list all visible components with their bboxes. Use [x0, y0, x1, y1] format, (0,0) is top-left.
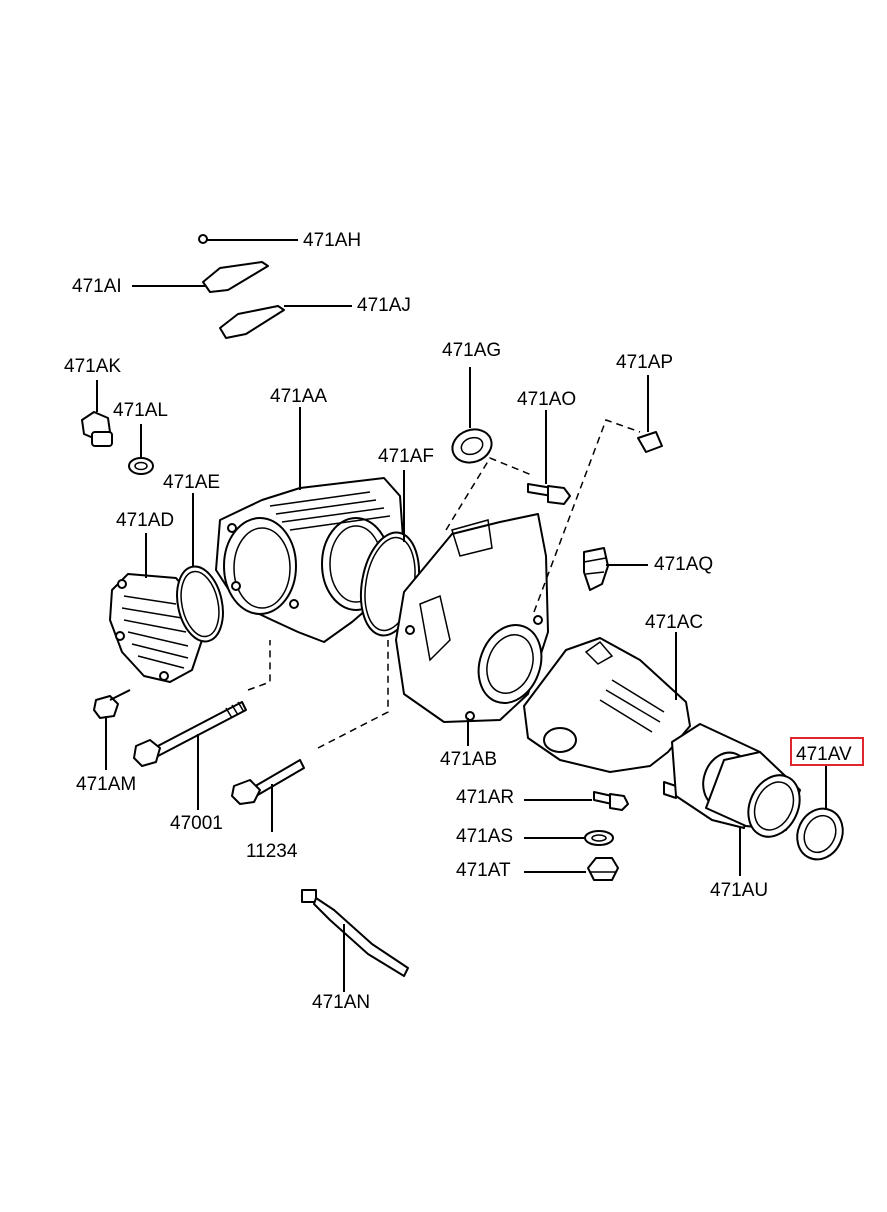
- label-471AS: 471AS: [456, 826, 513, 847]
- part-471AR: [524, 791, 629, 811]
- part-471AG: [451, 367, 493, 464]
- label-471AI: 471AI: [72, 276, 122, 297]
- label-471AM: 471AM: [76, 774, 136, 795]
- part-471AI: [132, 261, 269, 293]
- highlight-box-471AV: [790, 737, 864, 766]
- label-471AB: 471AB: [440, 749, 497, 770]
- label-471AH: 471AH: [303, 230, 361, 251]
- label-471AF: 471AF: [378, 446, 434, 467]
- label-471AV: 471AV: [796, 744, 852, 765]
- label-471AC: 471AC: [645, 612, 703, 633]
- part-471AH: [198, 234, 298, 244]
- label-471AT: 471AT: [456, 860, 511, 881]
- part-471AL: [128, 424, 154, 475]
- part-471AT: [524, 857, 619, 881]
- label-471AG: 471AG: [442, 340, 501, 361]
- part-47001: [133, 701, 247, 810]
- label-471AE: 471AE: [163, 472, 220, 493]
- part-471AS: [524, 830, 614, 846]
- part-471AV: [796, 764, 844, 861]
- part-471AP: [637, 375, 663, 453]
- part-471AO: [527, 410, 571, 505]
- part-471AK: [81, 380, 113, 447]
- part-471AE: [176, 493, 224, 643]
- part-471AN: [301, 889, 409, 992]
- label-471AJ: 471AJ: [357, 295, 411, 316]
- label-471AL: 471AL: [113, 400, 168, 421]
- label-471AO: 471AO: [517, 389, 576, 410]
- label-471AR: 471AR: [456, 787, 514, 808]
- part-471AM: [93, 689, 131, 770]
- label-47001: 47001: [170, 813, 223, 834]
- label-471AQ: 471AQ: [654, 554, 713, 575]
- label-471AN: 471AN: [312, 992, 370, 1013]
- assembly-lines: [247, 419, 641, 749]
- part-471AB: [395, 513, 549, 746]
- label-11234: 11234: [246, 841, 298, 862]
- label-471AU: 471AU: [710, 880, 768, 901]
- label-471AP: 471AP: [616, 352, 673, 373]
- part-11234: [231, 759, 305, 832]
- label-471AK: 471AK: [64, 356, 121, 377]
- label-471AA: 471AA: [270, 386, 327, 407]
- part-471AC: [523, 632, 691, 799]
- label-471AD: 471AD: [116, 510, 174, 531]
- part-471AU: [671, 723, 801, 876]
- part-471AQ: [583, 547, 648, 591]
- part-471AJ: [219, 305, 352, 339]
